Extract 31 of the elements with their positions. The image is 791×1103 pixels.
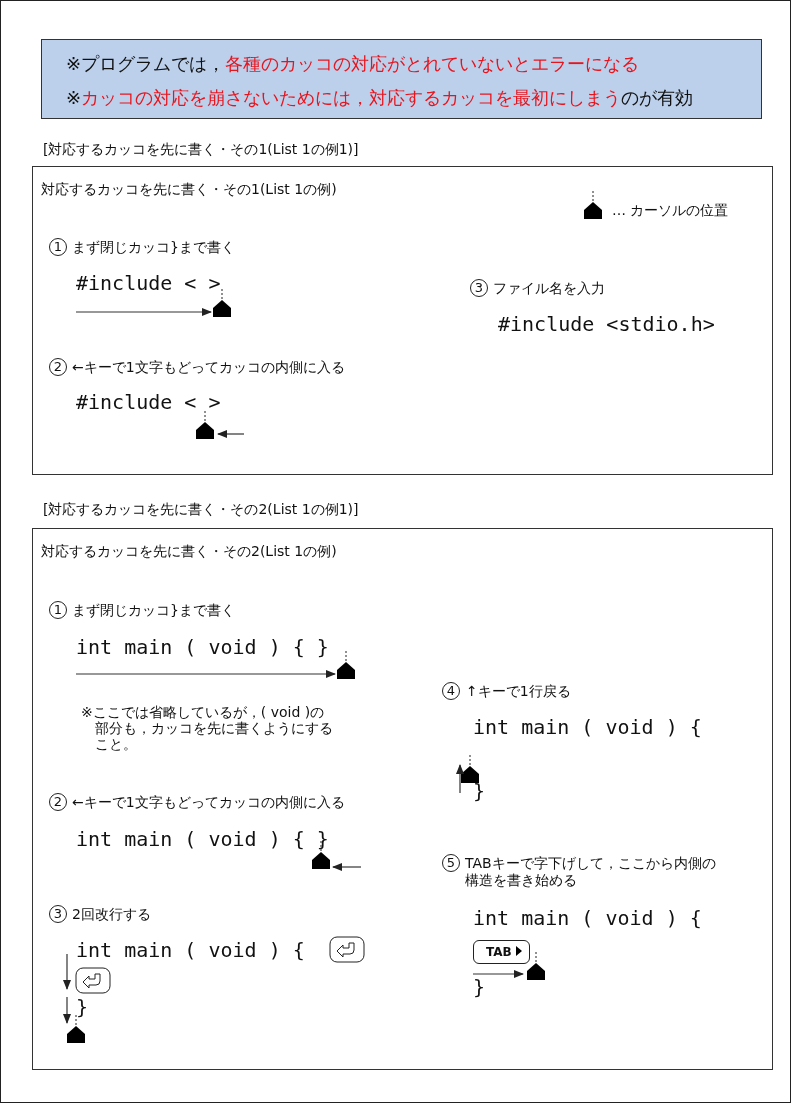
step-text: ←キーで1文字もどってカッコの内側に入る — [72, 794, 345, 812]
code-line: } — [473, 975, 486, 999]
note-banner — [41, 39, 762, 119]
note-text: ※プログラムでは，各種のカッコの対応がとれていないとエラーになる — [66, 52, 640, 76]
step-text: TABキーで字下げして，ここから内側の構造を書き始める — [465, 855, 717, 889]
code-line: int main ( void ) { — [473, 715, 702, 739]
note-text: ※カッコの対応を崩さないためには，対応するカッコを最初にしまうのが有効 — [66, 86, 694, 110]
example-panel — [32, 528, 773, 1070]
example-panel — [32, 166, 773, 475]
code-line: int main ( void ) { — [473, 906, 702, 930]
code-line: } — [473, 779, 486, 803]
code-line: #include < > — [76, 390, 221, 414]
panel-title: 対応するカッコを先に書く・その1(List 1の例) — [41, 181, 337, 199]
note-text: ※ここでは省略しているが，( void )の部分も，カッコを先に書くようにすること。 — [81, 704, 334, 752]
step-text: ↑キーで1行戻る — [466, 683, 571, 701]
legend-text: … カーソルの位置 — [612, 202, 729, 220]
code-line: #include <stdio.h> — [498, 312, 715, 336]
step-text: ファイル名を入力 — [493, 280, 605, 298]
code-line: } — [76, 995, 89, 1019]
panel-title: 対応するカッコを先に書く・その2(List 1の例) — [41, 543, 337, 561]
step-text: ←キーで1文字もどってカッコの内側に入る — [72, 359, 345, 377]
step-text: まず閉じカッコ}まで書く — [72, 602, 235, 620]
tab-key-icon: TAB — [473, 940, 530, 964]
code-line: int main ( void ) { — [76, 938, 305, 962]
code-line: int main ( void ) { } — [76, 827, 329, 851]
step-text: 2回改行する — [72, 906, 151, 924]
code-line: #include < > — [76, 271, 221, 295]
step-text: まず閉じカッコ}まで書く — [72, 239, 235, 257]
panel-heading: [対応するカッコを先に書く・その1(List 1の例1)] — [43, 141, 359, 159]
code-line: int main ( void ) { } — [76, 635, 329, 659]
panel-heading: [対応するカッコを先に書く・その2(List 1の例1)] — [43, 501, 359, 519]
